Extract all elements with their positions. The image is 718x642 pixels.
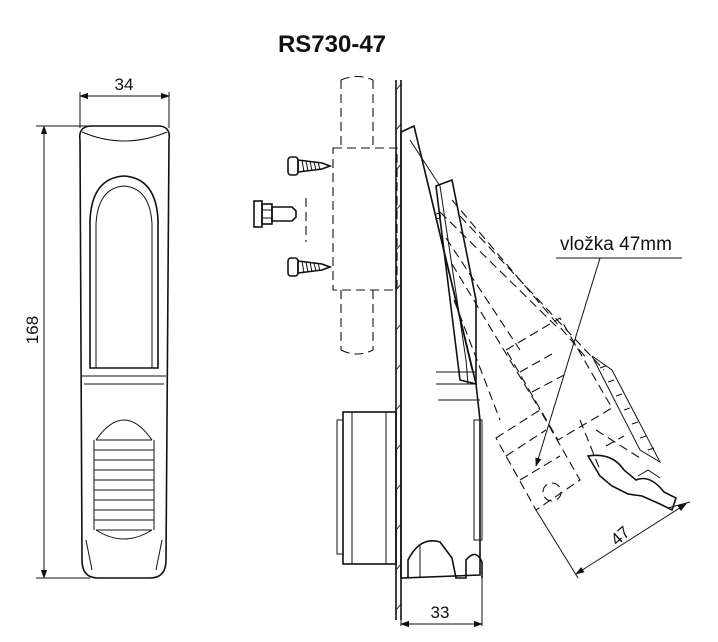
dimension-width-label: 34 xyxy=(115,75,134,94)
dimension-insert-label: 47 xyxy=(607,523,634,550)
dimension-height-label: 168 xyxy=(23,316,42,344)
door-hatching xyxy=(395,83,402,611)
side-view: 33 xyxy=(332,75,483,628)
grip-ribs xyxy=(93,419,155,540)
mounting-screw-top xyxy=(287,156,333,176)
insert-callout: vložka 47mm xyxy=(535,234,682,467)
drawing-title: RS730-47 xyxy=(278,31,386,58)
mounting-screw-bottom xyxy=(287,257,333,277)
front-view: 34 168 xyxy=(23,75,171,579)
open-handle-phantom: 47 xyxy=(439,199,691,579)
mounting-bolt xyxy=(253,198,307,242)
callout-label: vložka 47mm xyxy=(560,234,672,255)
dimension-depth-label: 33 xyxy=(431,603,450,622)
